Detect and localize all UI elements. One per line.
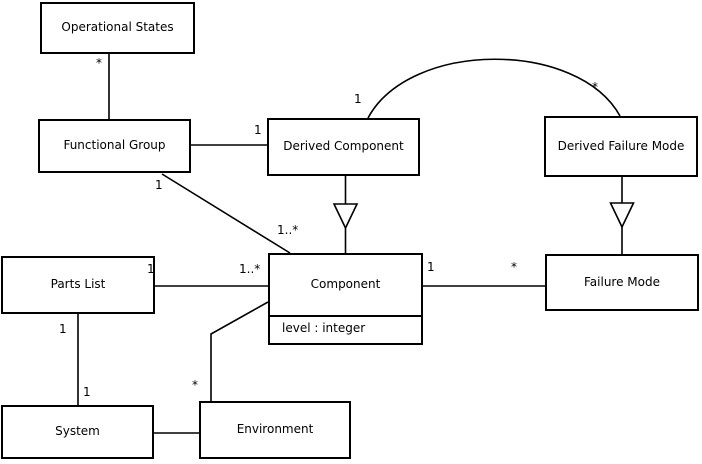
- multiplicity-component-end-failure-mode: 1: [427, 260, 435, 274]
- multiplicity-environment-end: *: [192, 378, 198, 392]
- multiplicity-arc-derived-failure-mode-end: *: [592, 80, 598, 94]
- class-operational-states: Operational States: [40, 2, 195, 54]
- multiplicity-component-end-diagonal: 1..*: [277, 223, 299, 237]
- class-derived-failure-mode: Derived Failure Mode: [544, 116, 698, 177]
- generalization-triangle-icon: [609, 202, 635, 229]
- class-component-attribute: level : integer: [270, 315, 421, 341]
- multiplicity-functional-group-end: 1: [155, 178, 163, 192]
- multiplicity-derived-component-end: 1: [254, 123, 262, 137]
- edge-environment-component: [210, 301, 269, 401]
- multiplicity-component-end-parts-list: 1..*: [239, 262, 261, 276]
- class-component: Component level : integer: [268, 253, 423, 345]
- multiplicity-parts-list-system-bottom: 1: [83, 385, 91, 399]
- multiplicity-failure-mode-end: *: [511, 260, 517, 274]
- class-system: System: [1, 405, 154, 459]
- class-functional-group: Functional Group: [38, 119, 191, 173]
- class-component-name: Component: [310, 277, 381, 292]
- class-parts-list: Parts List: [1, 256, 155, 314]
- class-environment: Environment: [199, 401, 351, 459]
- class-failure-mode: Failure Mode: [545, 254, 699, 311]
- edge-derived-component-derived-failure-mode-arc: [367, 58, 621, 119]
- edge-functional-group-component: [161, 173, 291, 254]
- generalization-triangle-icon: [332, 203, 359, 230]
- multiplicity-arc-derived-component-end: 1: [354, 92, 362, 106]
- multiplicity-parts-list-end: 1: [147, 262, 155, 276]
- class-derived-component: Derived Component: [267, 118, 420, 176]
- multiplicity-parts-list-system-top: 1: [59, 322, 67, 336]
- multiplicity-operational-states: *: [96, 56, 102, 70]
